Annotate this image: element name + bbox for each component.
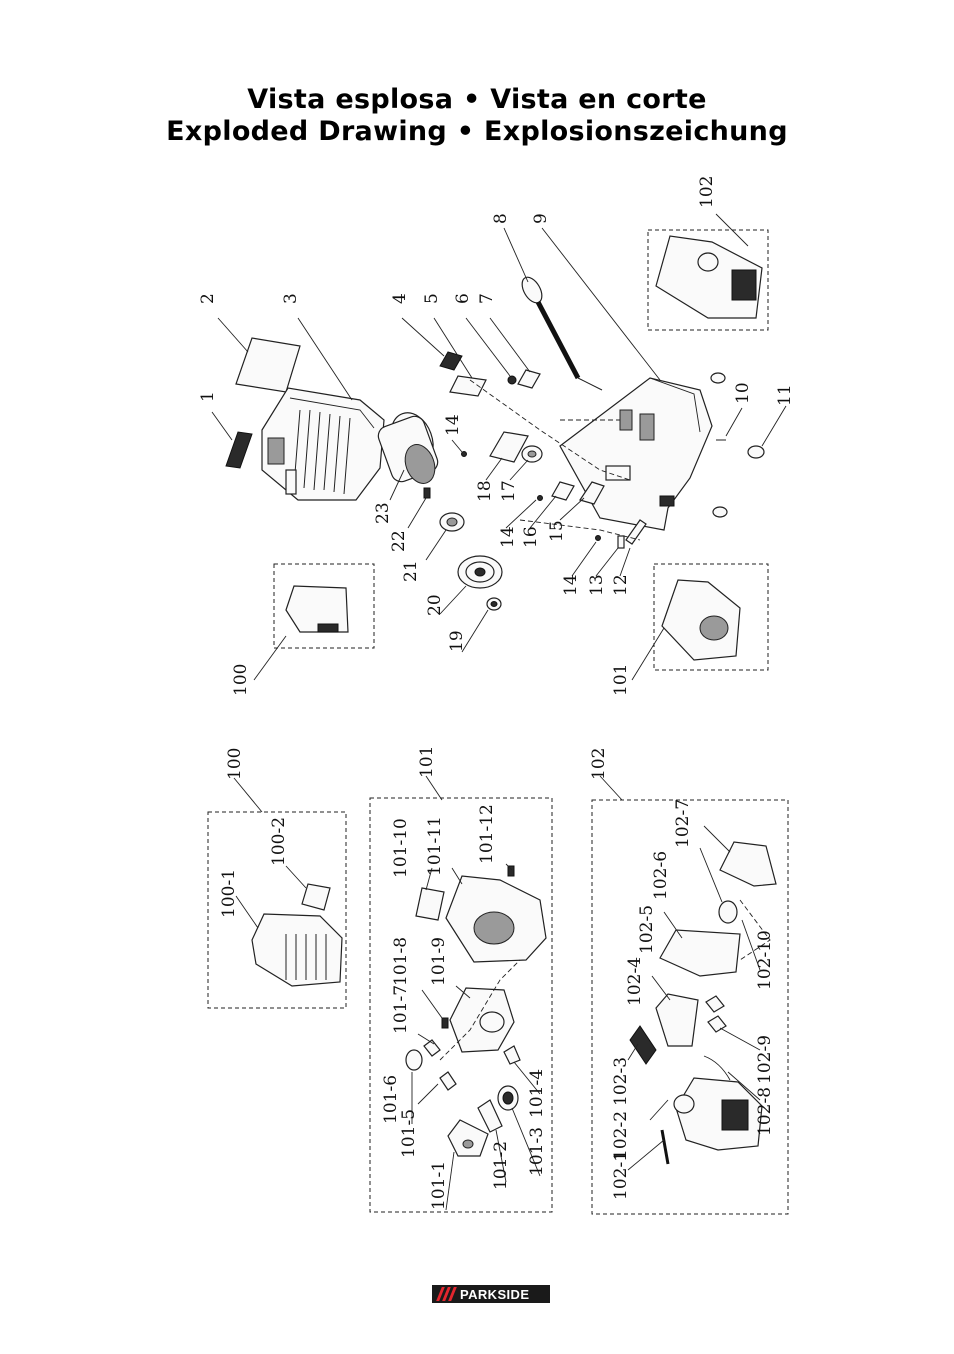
label-101-6: 101-6 xyxy=(381,1075,401,1124)
detail-box-100 xyxy=(207,777,347,1009)
part-16-clamp xyxy=(529,481,575,529)
label-102-1: 102-1 xyxy=(611,1151,631,1200)
detail-box-101 xyxy=(369,775,553,1213)
part-labels: 1 2 3 4 5 6 7 8 9 10 11 12 13 14 14 14 1… xyxy=(198,176,795,1210)
label-100: 100 xyxy=(225,748,245,780)
brand-stripes-icon xyxy=(432,1285,460,1303)
label-102-4: 102-4 xyxy=(625,957,645,1006)
part-22-screw xyxy=(407,487,431,529)
label-102-6: 102-6 xyxy=(651,851,671,900)
part-7-cable-clamp xyxy=(489,317,541,389)
part-2-sticker xyxy=(217,317,301,393)
label-102-5: 102-5 xyxy=(637,905,657,954)
label-101-5: 101-5 xyxy=(399,1109,419,1158)
label-14: 14 xyxy=(443,414,463,436)
page-title-line-2: Exploded Drawing • Explosionszeichung xyxy=(166,116,788,147)
label-101-1: 101-1 xyxy=(429,1161,449,1210)
assembly-guide-line xyxy=(469,379,631,481)
label-19: 19 xyxy=(447,630,467,652)
label-7: 7 xyxy=(477,293,497,304)
label-101-12: 101-12 xyxy=(477,804,497,864)
label-18: 18 xyxy=(475,480,495,502)
label-5: 5 xyxy=(422,293,442,304)
part-21-gear xyxy=(425,512,465,561)
assembly-101-preview xyxy=(631,563,769,681)
part-1-label-plate xyxy=(211,411,253,469)
label-101-3: 101-3 xyxy=(527,1127,547,1176)
assembly-102-preview xyxy=(647,213,769,331)
label-14: 14 xyxy=(498,526,518,548)
part-17-fan xyxy=(509,445,543,481)
label-10: 10 xyxy=(733,382,753,404)
label-22: 22 xyxy=(389,530,409,552)
part-13-pin xyxy=(595,535,625,577)
label-102-9: 102-9 xyxy=(755,1035,775,1084)
label-102: 102 xyxy=(697,176,717,208)
label-13: 13 xyxy=(587,574,607,596)
label-101-11: 101-11 xyxy=(425,816,445,876)
label-17: 17 xyxy=(499,480,519,502)
part-5-switch-cover xyxy=(433,317,487,397)
label-101-7: 101-7 xyxy=(391,985,411,1034)
label-15: 15 xyxy=(547,520,567,542)
label-21: 21 xyxy=(401,560,421,582)
part-6-bracket xyxy=(465,317,517,385)
label-8: 8 xyxy=(491,213,511,224)
part-20-grinding-wheel xyxy=(439,555,503,615)
label-4: 4 xyxy=(390,293,410,304)
assembly-guide-line xyxy=(519,519,641,541)
label-101-2: 101-2 xyxy=(491,1141,511,1190)
label-12: 12 xyxy=(611,574,631,596)
label-23: 23 xyxy=(373,502,393,524)
label-102-8: 102-8 xyxy=(755,1087,775,1136)
label-3: 3 xyxy=(281,293,301,304)
label-100-1: 100-1 xyxy=(219,869,239,918)
part-3-housing-cover xyxy=(261,317,385,501)
label-102-7: 102-7 xyxy=(673,799,693,848)
label-101: 101 xyxy=(611,664,631,696)
label-11: 11 xyxy=(775,384,795,406)
part-8-power-cord xyxy=(503,227,603,391)
part-10-screw xyxy=(716,407,743,441)
label-101-10: 101-10 xyxy=(391,818,411,878)
label-6: 6 xyxy=(453,293,473,304)
label-16: 16 xyxy=(521,526,541,548)
label-101-4: 101-4 xyxy=(527,1069,547,1118)
label-20: 20 xyxy=(425,594,445,616)
part-4-switch xyxy=(401,317,463,371)
label-14: 14 xyxy=(561,574,581,596)
part-18-motor-bracket xyxy=(485,431,529,481)
assembly-100-preview xyxy=(253,563,375,681)
label-2: 2 xyxy=(198,293,218,304)
label-101-9: 101-9 xyxy=(429,937,449,986)
label-1: 1 xyxy=(198,391,218,402)
part-19-nut xyxy=(461,597,502,653)
page-title-line-1: Vista esplosa • Vista en corte xyxy=(247,84,707,115)
label-102-3: 102-3 xyxy=(611,1057,631,1106)
part-23-motor xyxy=(377,412,439,501)
detail-box-102 xyxy=(591,775,789,1215)
label-102-2: 102-2 xyxy=(611,1111,631,1160)
label-100: 100 xyxy=(231,664,251,696)
part-11-rubber-foot xyxy=(710,372,787,518)
part-14-screws xyxy=(451,439,601,577)
brand-name: PARKSIDE xyxy=(460,1286,530,1302)
label-101: 101 xyxy=(417,746,437,778)
label-102-10: 102-10 xyxy=(755,930,775,990)
brand-logo: PARKSIDE xyxy=(432,1285,550,1303)
part-15-switch-holder xyxy=(559,481,605,521)
label-102: 102 xyxy=(589,748,609,780)
label-9: 9 xyxy=(531,213,551,224)
label-101-8: 101-8 xyxy=(391,937,411,986)
label-100-2: 100-2 xyxy=(269,817,289,866)
